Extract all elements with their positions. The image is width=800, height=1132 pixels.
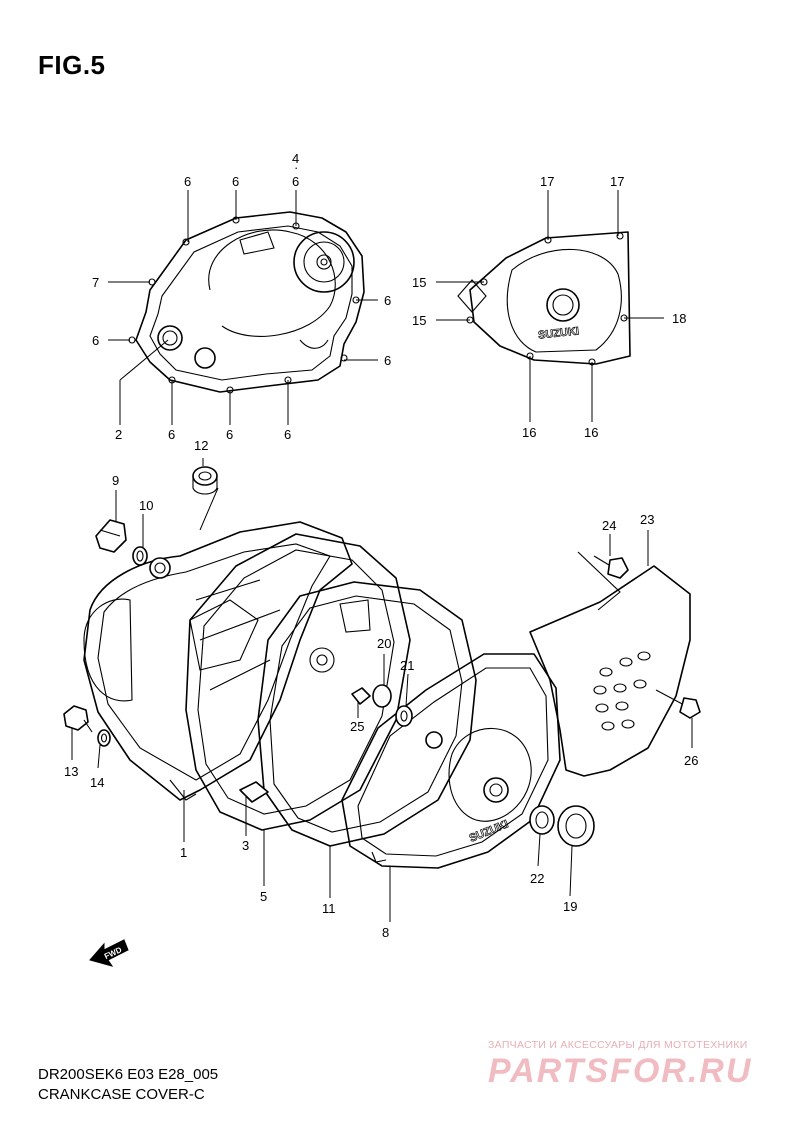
callout-13: 8	[382, 925, 389, 940]
callout-26: 26	[684, 753, 698, 768]
callout-6-d: 6	[92, 333, 99, 348]
crankcase-left-half	[83, 521, 353, 801]
crankcase-middle-gasket	[257, 581, 477, 847]
callout-6-g: 6	[168, 427, 175, 442]
callout-2: 2	[115, 427, 122, 442]
callout-15-a: 15	[412, 275, 426, 290]
callout-1: 1	[180, 845, 187, 860]
forward-arrow-icon: FWD	[89, 939, 129, 967]
figure-title: FIG.5	[38, 50, 106, 80]
callout-8: 9	[112, 473, 119, 488]
callout-24: 23	[640, 512, 654, 527]
watermark-brand: PARTSFOR.RU	[488, 1052, 753, 1090]
callout-19: 20	[377, 636, 391, 651]
model-code: DR200SEK6 E03 E28_005	[38, 1066, 219, 1083]
callout-6-f: 6	[384, 353, 391, 368]
callout-6-a: 6	[184, 174, 191, 189]
magneto-cover-outline: SUZUKI	[457, 231, 631, 366]
guard-plate	[529, 551, 691, 777]
callout-6-b: 6	[232, 174, 239, 189]
suzuki-logo-magneto: SUZUKI	[538, 325, 580, 341]
guard-holes	[593, 651, 651, 731]
callout-3: 5	[260, 889, 267, 904]
leader-lines	[71, 190, 693, 922]
clutch-cover-outline	[128, 211, 365, 394]
callout-25: 24	[602, 518, 616, 533]
callout-18: 18	[672, 311, 686, 326]
callout-5-dot: ·	[294, 160, 298, 175]
diagram-subtitle: CRANKCASE COVER-C	[38, 1086, 205, 1103]
bolt-holes-left	[128, 216, 360, 394]
callout-17-a: 17	[540, 174, 554, 189]
callout-labels: 4 · 6 6 6 7 6 6 6 2 6 6 6 17 17 15 15 18…	[64, 151, 698, 940]
callout-7: 7	[92, 275, 99, 290]
callout-5: 4	[292, 151, 299, 166]
callout-6-e: 6	[384, 293, 391, 308]
callout-16-a: 16	[522, 425, 536, 440]
watermark-tagline: ЗАПЧАСТИ И АКСЕССУАРЫ ДЛЯ МОТОТЕХНИКИ	[488, 1039, 748, 1051]
callout-16-b: 16	[584, 425, 598, 440]
callout-14: 11	[322, 901, 336, 916]
callout-11: 14	[90, 775, 104, 790]
crankcase-gasket	[185, 533, 411, 831]
small-parts	[63, 466, 701, 847]
callout-6-c: 6	[292, 174, 299, 189]
callout-23: 25	[350, 719, 364, 734]
callout-15-b: 15	[412, 313, 426, 328]
callout-12: 12	[194, 438, 208, 453]
callout-6-i: 6	[284, 427, 291, 442]
callout-6-h: 6	[226, 427, 233, 442]
callout-9: 10	[139, 498, 153, 513]
fwd-label: FWD	[103, 945, 124, 961]
callout-17-b: 17	[610, 174, 624, 189]
callout-22: 22	[530, 871, 544, 886]
callout-20: 21	[400, 658, 414, 673]
callout-10: 13	[64, 764, 78, 779]
callout-4: 3	[242, 838, 249, 853]
callout-21: 19	[563, 899, 577, 914]
